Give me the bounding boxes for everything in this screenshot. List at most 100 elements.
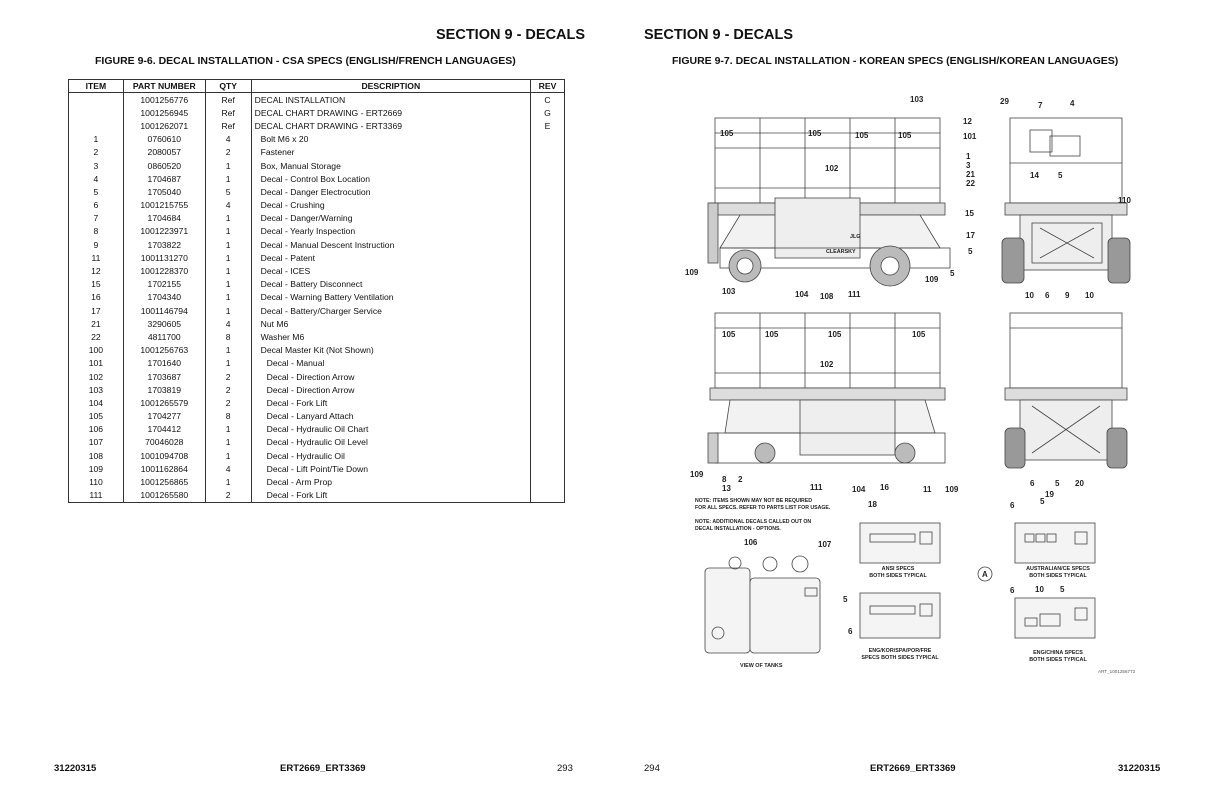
description-cell: Decal - Hydraulic Oil Chart [250,422,532,436]
rev-cell [530,356,565,370]
header-part-number: PART NUMBER [122,79,206,93]
callout-label: 102 [825,164,839,173]
qty-cell: 1 [204,290,252,304]
detail-a-label: A [982,570,988,579]
item-cell: 2 [68,145,124,159]
item-cell: 5 [68,185,124,199]
callout-label: 105 [720,129,734,138]
left-page: SECTION 9 - DECALS FIGURE 9-6. DECAL INS… [54,27,586,774]
qty-cell: 2 [204,145,252,159]
part-number-cell: 1704412 [122,422,206,436]
callout-label: 18 [868,500,877,509]
part-number-cell: 1001228370 [122,264,206,278]
callout-label: 1 [966,152,971,161]
callout-label: 106 [744,538,758,547]
qty-cell: 1 [204,356,252,370]
qty-cell: 1 [204,435,252,450]
description-cell: Bolt M6 x 20 [250,132,532,146]
part-number-cell: 0860520 [122,158,206,173]
part-number-cell: 1703822 [122,238,206,252]
callout-label: 20 [1075,479,1084,488]
description-cell: DECAL CHART DRAWING - ERT3369 [250,119,532,133]
callout-label: 3 [966,161,971,170]
callout-label: 5 [950,269,955,278]
description-cell: Decal - Battery/Charger Service [250,304,532,318]
item-cell: 22 [68,330,124,344]
item-cell: 11 [68,251,124,265]
rev-cell [530,290,565,304]
rev-cell [530,158,565,173]
item-cell: 110 [68,475,124,489]
callout-label: 103 [722,287,736,296]
description-cell: Decal - Direction Arrow [250,369,532,384]
callout-label: 104 [852,485,866,494]
rev-cell [530,185,565,199]
callout-label: 109 [945,485,959,494]
part-number-cell: 1001215755 [122,198,206,212]
rev-cell: G [530,106,565,120]
qty-cell: 1 [204,277,252,291]
callout-label: 10 [1085,291,1094,300]
callout-label: 105 [722,330,736,339]
item-cell: 4 [68,172,124,186]
side-view-lower [707,312,946,464]
description-cell: Nut M6 [250,317,532,331]
rev-cell [530,449,565,463]
rev-cell: E [530,119,565,133]
part-number-cell: 0760610 [122,132,206,146]
callout-label: 6 [848,627,853,636]
section-title: SECTION 9 - DECALS [644,27,794,43]
callout-label: 16 [880,483,889,492]
rev-cell [530,238,565,252]
rev-cell [530,251,565,265]
qty-cell: Ref [204,92,252,107]
end-view-upper [1001,117,1131,284]
callout-label: 29 [1000,97,1009,106]
part-number-cell: 1001256865 [122,475,206,489]
section-title: SECTION 9 - DECALS [436,27,586,43]
callout-label: 15 [965,209,974,218]
callout-label: 10 [1025,291,1034,300]
footer-page-number: 293 [557,763,573,774]
item-cell: 21 [68,317,124,331]
item-cell: 1 [68,132,124,146]
part-number-cell: 1001256776 [122,92,206,107]
qty-cell: 1 [204,238,252,252]
callout-label: 105 [828,330,842,339]
callout-label: 2 [738,475,743,484]
rev-cell: C [530,92,565,107]
item-cell: 9 [68,238,124,252]
footer-page-number: 294 [644,763,660,774]
description-cell: Decal - Danger Electrocution [250,185,532,199]
part-number-cell: 1001265580 [122,488,206,503]
item-cell: 6 [68,198,124,212]
callout-label: 105 [855,131,869,140]
rev-cell [530,330,565,344]
description-cell: DECAL CHART DRAWING - ERT2669 [250,106,532,120]
figure-title: FIGURE 9-6. DECAL INSTALLATION - CSA SPE… [95,55,516,67]
part-number-cell: 2080057 [122,145,206,159]
part-number-cell: 1703687 [122,369,206,384]
description-cell: Decal - Yearly Inspection [250,224,532,239]
rev-cell [530,145,565,159]
rev-cell [530,132,565,146]
callout-label: 12 [963,117,972,126]
part-number-cell: 1704277 [122,409,206,423]
footer-model: ERT2669_ERT3369 [280,763,366,774]
description-cell: Decal - Fork Lift [250,488,532,503]
qty-cell: 5 [204,185,252,199]
description-cell: Decal Master Kit (Not Shown) [250,343,532,357]
caption-aus-2: BOTH SIDES TYPICAL [1029,573,1087,579]
